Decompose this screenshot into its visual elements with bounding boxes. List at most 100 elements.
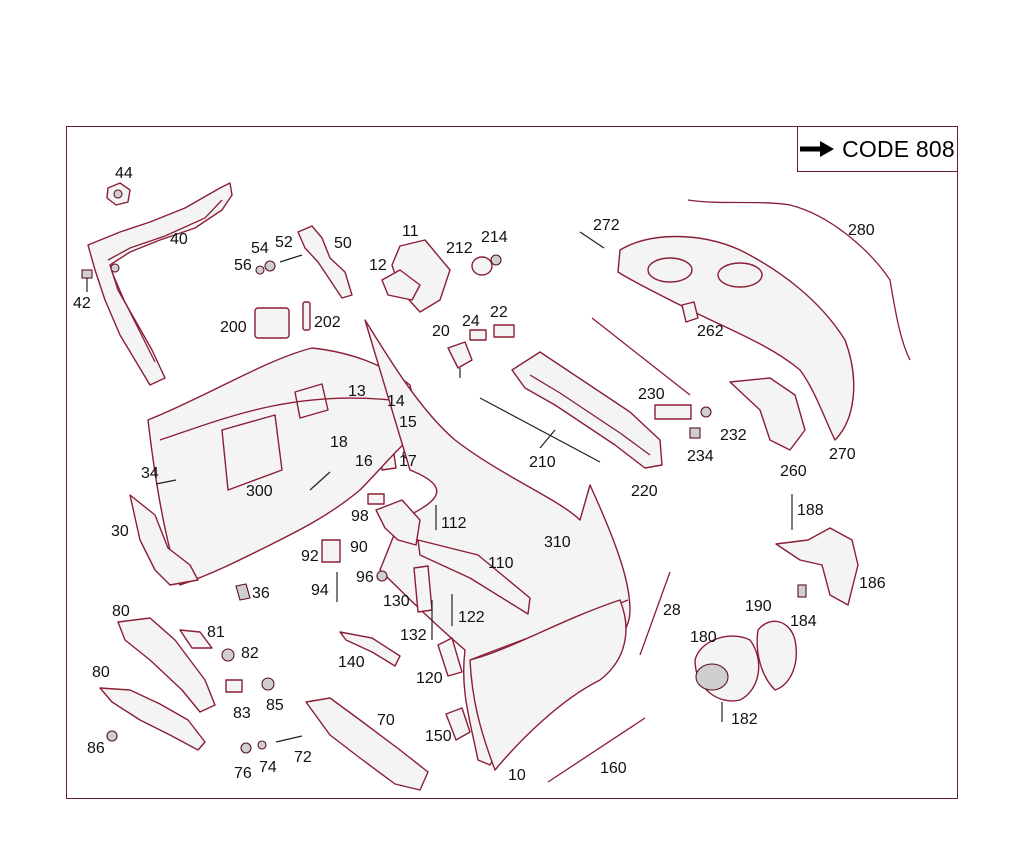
part-28-strip (639, 571, 671, 656)
part-212-214-sensor (471, 254, 502, 276)
part-label: 54 (251, 240, 269, 257)
part-label: 120 (416, 670, 443, 687)
part-280-trim (687, 199, 911, 361)
right-arrow-icon (800, 141, 835, 157)
part-label: 22 (490, 304, 508, 321)
part-label: 200 (220, 319, 247, 336)
part-132-122-screws (431, 594, 453, 640)
part-22-clip (493, 324, 515, 338)
part-184-screw (797, 584, 807, 598)
part-label: 76 (234, 765, 252, 782)
part-90-bracket (375, 499, 421, 546)
part-labels: 44 40 42 11 12 54 52 50 56 212 214 272 2… (73, 165, 886, 784)
part-label: 13 (348, 383, 366, 400)
part-label: 186 (859, 575, 886, 592)
part-80-lower-bracket (99, 687, 206, 751)
part-150-clip (445, 707, 471, 741)
part-202-clip (302, 301, 311, 331)
part-label: 92 (301, 548, 319, 565)
part-label: 188 (797, 502, 824, 519)
part-86-washer (106, 730, 118, 742)
part-label: 260 (780, 463, 807, 480)
part-82-nut (221, 648, 235, 662)
part-label: 160 (600, 760, 627, 777)
part-label: 72 (294, 749, 312, 766)
part-label: 310 (544, 534, 571, 551)
code-box: CODE 808 (797, 127, 957, 172)
part-label: 44 (115, 165, 133, 182)
part-72-screw (275, 735, 303, 743)
part-83-clip (225, 679, 243, 693)
part-label: 10 (508, 767, 526, 784)
part-label: 280 (848, 222, 875, 239)
part-300-bumper-cover (147, 347, 421, 586)
part-label: 20 (432, 323, 450, 340)
part-label: 18 (330, 434, 348, 451)
part-label: 96 (356, 569, 374, 586)
part-30-flap (129, 494, 199, 586)
part-11-12-plate (381, 239, 451, 313)
part-44-nut (106, 182, 131, 206)
part-label: 17 (399, 453, 417, 470)
part-label: 80 (92, 664, 110, 681)
part-label: 40 (170, 231, 188, 248)
part-label: 232 (720, 427, 747, 444)
part-label: 50 (334, 235, 352, 252)
part-80-upper-bracket (117, 617, 216, 713)
part-180-housing (694, 635, 760, 702)
part-label: 80 (112, 603, 130, 620)
part-10-skirt (469, 599, 627, 771)
part-label: 230 (638, 386, 665, 403)
part-272-screw (579, 231, 605, 249)
part-230-sensor (591, 317, 692, 420)
part-label: 122 (458, 609, 485, 626)
part-220-grille (511, 351, 663, 469)
part-label: 14 (387, 393, 405, 410)
part-52-54-56-fasteners (255, 254, 303, 275)
part-label: 112 (441, 515, 467, 532)
part-label: 16 (355, 453, 373, 470)
part-label: 24 (462, 313, 480, 330)
part-label: 272 (593, 217, 620, 234)
part-81-pad (179, 629, 213, 649)
part-label: 70 (377, 712, 395, 729)
part-label: 42 (73, 295, 91, 312)
part-label: 300 (246, 483, 273, 500)
part-label: 150 (425, 728, 452, 745)
part-label: 11 (402, 223, 419, 240)
part-label: 83 (233, 705, 251, 722)
part-120-bracket (437, 637, 463, 677)
part-label: 86 (87, 740, 105, 757)
part-label: 132 (400, 627, 427, 644)
part-label: 110 (488, 555, 514, 572)
part-label: 28 (663, 602, 681, 619)
part-85-nut (261, 677, 275, 691)
part-label: 56 (234, 257, 252, 274)
part-label: 184 (790, 613, 817, 630)
part-260-bracket (729, 377, 806, 451)
part-110-bar (417, 539, 531, 615)
part-92-bracket (321, 539, 341, 563)
part-label: 34 (141, 465, 159, 482)
part-74-76-washers (240, 740, 267, 754)
code-label: CODE 808 (842, 135, 955, 162)
part-label: 36 (252, 585, 270, 602)
part-label: 81 (207, 624, 225, 641)
part-190-ring (756, 620, 797, 691)
part-label: 220 (631, 483, 658, 500)
part-40-bracket (87, 182, 233, 386)
part-label: 180 (690, 629, 717, 646)
part-262-clip (681, 301, 699, 323)
part-label: 182 (731, 711, 758, 728)
part-label: 202 (314, 314, 341, 331)
part-130-bracket (413, 565, 433, 613)
part-label: 30 (111, 523, 129, 540)
part-200-flap (254, 307, 290, 339)
part-label: 98 (351, 508, 369, 525)
part-label: 262 (697, 323, 724, 340)
part-label: 214 (481, 229, 508, 246)
part-98-clip (367, 493, 385, 505)
part-20-bracket (447, 341, 473, 378)
leader-lines (309, 429, 556, 491)
